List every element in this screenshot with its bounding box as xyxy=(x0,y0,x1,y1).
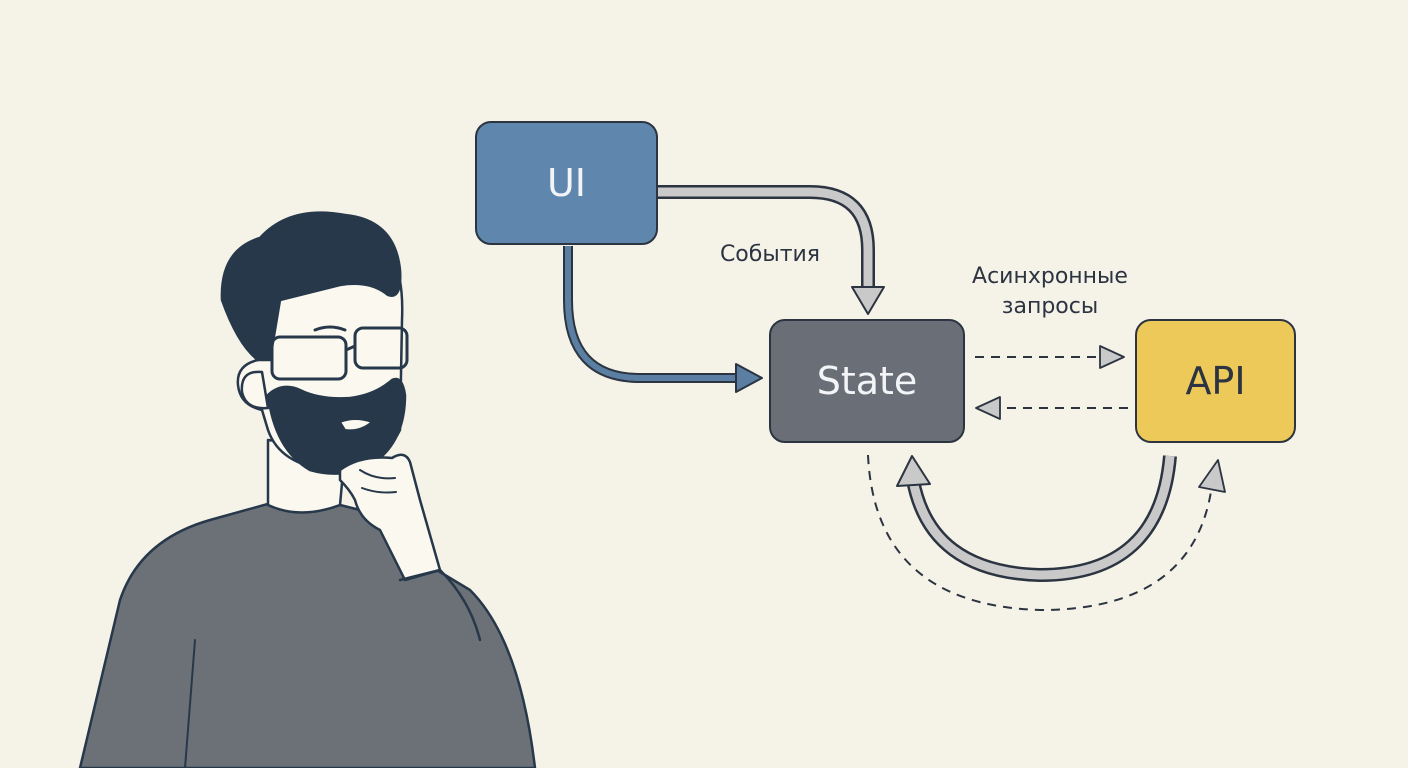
ear-shape xyxy=(240,370,270,410)
arrow-api-to-state-dashed xyxy=(975,396,1128,420)
edge-label-async-line2: запросы xyxy=(1001,294,1099,319)
arrow-api-to-state-loop xyxy=(896,455,1177,583)
glasses-bridge xyxy=(344,344,357,352)
mouth-shape xyxy=(339,418,373,432)
edge-label-events: События xyxy=(719,242,821,267)
thinking-man-icon xyxy=(78,211,537,768)
hair-shape xyxy=(220,211,402,362)
edge-label-async-line1: Асинхронные xyxy=(972,264,1128,289)
node-api: API xyxy=(1135,319,1296,443)
glasses-right-lens xyxy=(353,326,409,370)
arrow-state-to-api-dashed xyxy=(975,345,1125,369)
beard-shape xyxy=(266,377,407,475)
sleeve-line xyxy=(398,568,482,642)
node-ui: UI xyxy=(475,121,658,245)
arrow-ui-to-state-blue xyxy=(563,246,763,393)
node-api-label: API xyxy=(1185,359,1246,403)
node-state-label: State xyxy=(816,359,918,403)
edge-label-async: Асинхронные запросы xyxy=(950,262,1150,322)
node-state: State xyxy=(769,319,965,443)
arrow-ui-to-state-events xyxy=(658,185,885,315)
node-ui-label: UI xyxy=(546,161,587,205)
glasses-left-lens xyxy=(270,335,348,381)
sweater-shape xyxy=(78,493,537,768)
arrow-state-to-api-dashed-loop xyxy=(867,454,1226,612)
